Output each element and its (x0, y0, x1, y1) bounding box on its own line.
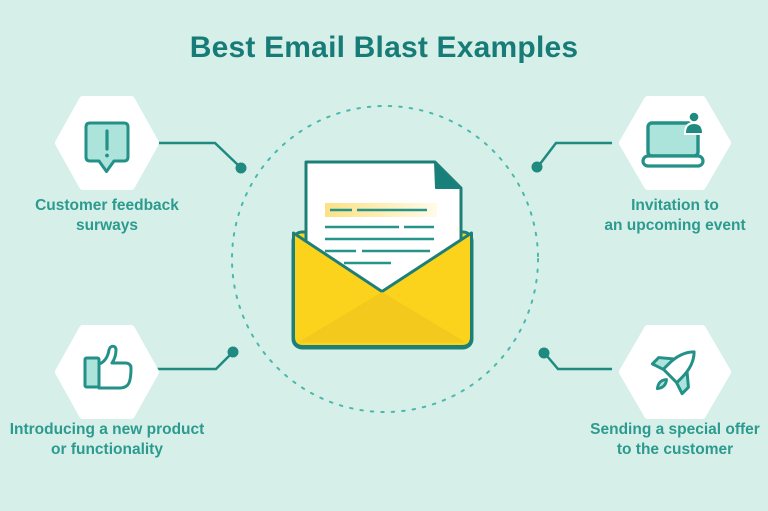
thumbs-up-icon (83, 344, 133, 390)
dashed-circle (231, 105, 539, 413)
open-envelope-illustration (291, 160, 474, 350)
item-label-new-product: Introducing a new product or functionali… (2, 420, 212, 460)
connector-dot-bottom-left (227, 346, 239, 358)
item-label-line: or functionality (51, 441, 163, 458)
item-label-line: Invitation to (631, 197, 719, 214)
connector-line-bottom-left (156, 354, 231, 371)
item-label-customer-feedback: Customer feedback surways (7, 196, 207, 236)
connector-dot-bottom-right (538, 347, 550, 359)
rocket-icon (650, 350, 696, 396)
item-label-line: to the customer (616, 441, 734, 458)
item-label-line: Sending a special offer (590, 421, 760, 438)
item-label-event-invitation: Invitation to an upcoming event (575, 196, 768, 236)
item-label-special-offer: Sending a special offer to the customer (575, 420, 768, 460)
envelope-front-flaps (292, 231, 473, 348)
connector-line-bottom-right (546, 355, 612, 371)
connector-dots (227, 161, 550, 359)
item-label-line: surways (75, 217, 139, 234)
infographic-title: Best Email Blast Examples (189, 31, 579, 64)
connector-lines (156, 141, 612, 371)
connector-dot-top-left (235, 162, 247, 174)
speech-bubble-exclamation-icon (84, 121, 130, 173)
envelope-front-shade (298, 292, 466, 343)
connector-line-top-left (156, 141, 239, 166)
item-label-line: an upcoming event (604, 217, 746, 234)
connector-line-top-right (539, 141, 612, 165)
connector-dot-top-right (531, 161, 543, 173)
item-label-line: Customer feedback (35, 197, 179, 214)
item-label-line: Introducing a new product (9, 421, 205, 438)
laptop-with-person-icon (641, 110, 705, 168)
letter-text-lines (325, 208, 434, 265)
letter-folded-corner (434, 161, 462, 189)
